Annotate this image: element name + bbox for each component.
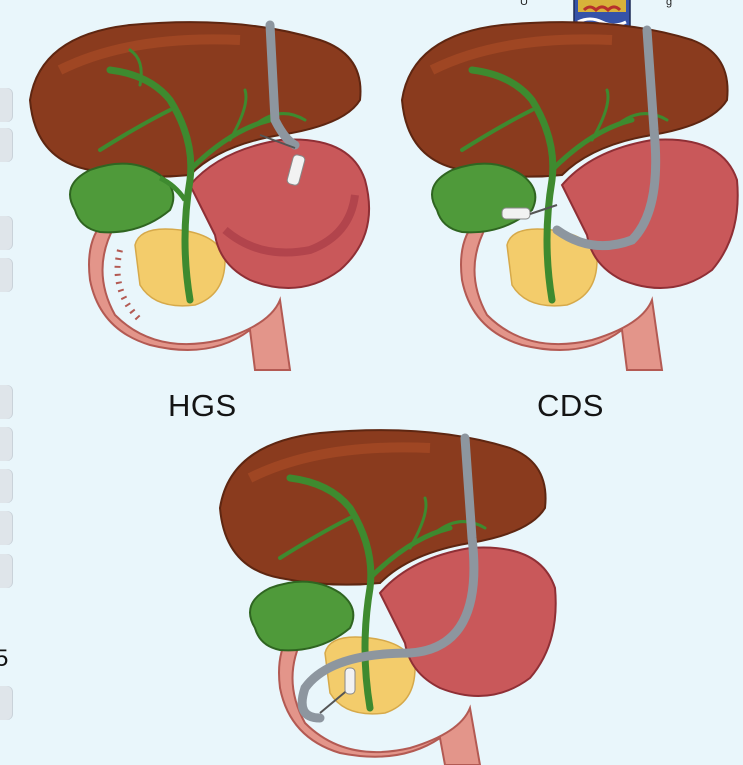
left-tab[interactable] <box>0 511 13 545</box>
left-tab[interactable] <box>0 88 13 122</box>
left-tab[interactable] <box>0 258 13 292</box>
left-tab[interactable] <box>0 554 13 588</box>
anatomy-panel-cds <box>392 10 742 380</box>
left-tab[interactable] <box>0 385 13 419</box>
crest-corner-left: U <box>520 0 528 8</box>
left-tab[interactable] <box>0 128 13 162</box>
left-tab[interactable] <box>0 216 13 250</box>
anatomy-panel-bottom <box>210 418 560 765</box>
cropped-side-number: 5 <box>0 646 12 672</box>
left-tab[interactable] <box>0 427 13 461</box>
left-edge-tabs: 5 <box>0 0 14 765</box>
crest-corner-right: g <box>666 0 672 8</box>
left-tab[interactable] <box>0 469 13 503</box>
anatomy-panel-hgs <box>20 10 380 380</box>
left-tab[interactable] <box>0 686 13 720</box>
